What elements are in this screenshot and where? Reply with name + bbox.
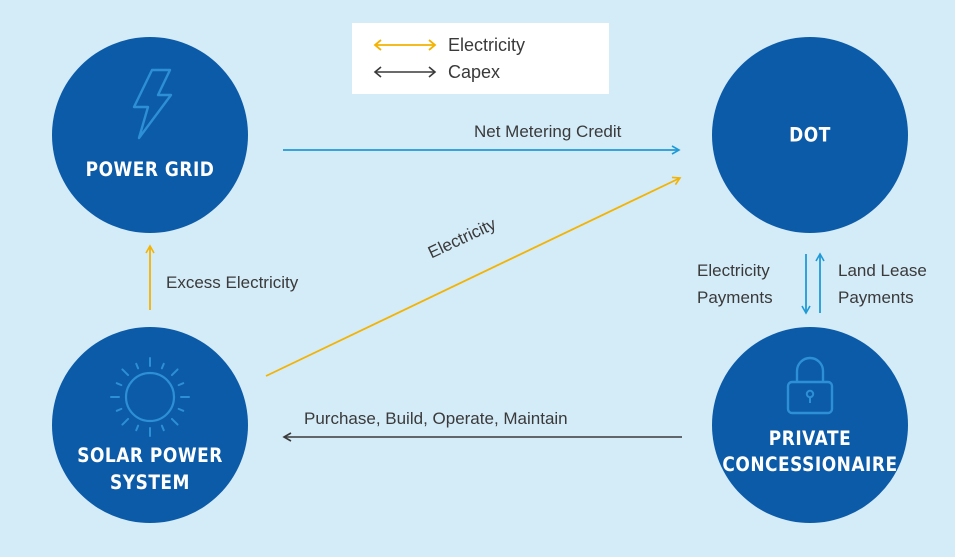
double-arrow-icon bbox=[373, 66, 437, 78]
legend-label-electricity: Electricity bbox=[448, 34, 526, 55]
padlock-icon bbox=[786, 356, 834, 415]
sun-ray bbox=[177, 382, 185, 387]
legend: Electricity Capex bbox=[352, 23, 609, 94]
sun-ray bbox=[170, 417, 179, 426]
node-solar-power-system: SOLAR POWER SYSTEM bbox=[52, 327, 248, 523]
node-label-concessionaire-line1: PRIVATE bbox=[768, 427, 852, 451]
sun-ray bbox=[121, 417, 130, 426]
edge-label-purchase-build: Purchase, Build, Operate, Maintain bbox=[304, 409, 568, 428]
node-power-grid: POWER GRID bbox=[52, 37, 248, 233]
node-dot: DOT bbox=[712, 37, 908, 233]
edge-label-net-metering: Net Metering Credit bbox=[474, 122, 622, 141]
edge-label-electricity-payments-2: Payments bbox=[697, 288, 773, 307]
sun-ray bbox=[160, 362, 165, 370]
sun-ray bbox=[115, 407, 123, 412]
electricity-diagonal-arrow bbox=[265, 176, 682, 377]
node-label-solar-line2: SYSTEM bbox=[110, 471, 190, 495]
edge-label-land-lease-2: Payments bbox=[838, 288, 914, 307]
edge-label-electricity-payments-1: Electricity bbox=[697, 261, 770, 280]
sun-ray bbox=[170, 368, 179, 377]
node-private-concessionaire: PRIVATE CONCESSIONAIRE bbox=[712, 327, 908, 523]
double-arrow-icon bbox=[373, 39, 437, 51]
edge-label-land-lease-1: Land Lease bbox=[838, 261, 927, 280]
sun-ray bbox=[160, 424, 165, 432]
sun-ray bbox=[121, 368, 130, 377]
sun-ray bbox=[177, 407, 185, 412]
legend-item-electricity: Electricity bbox=[372, 33, 525, 57]
lightning-bolt-icon bbox=[132, 68, 173, 140]
sun-ray bbox=[135, 362, 140, 370]
node-label-solar-line1: SOLAR POWER bbox=[77, 444, 223, 468]
sun-ray bbox=[135, 424, 140, 432]
node-label-dot: DOT bbox=[789, 124, 831, 148]
sun-icon bbox=[110, 357, 190, 437]
edge-label-excess-electricity: Excess Electricity bbox=[166, 273, 299, 292]
node-label-concessionaire-line2: CONCESSIONAIRE bbox=[722, 453, 898, 477]
node-label-power-grid: POWER GRID bbox=[85, 158, 215, 182]
sun-ray bbox=[115, 382, 123, 387]
legend-item-capex: Capex bbox=[372, 60, 500, 84]
legend-label-capex: Capex bbox=[448, 61, 501, 82]
